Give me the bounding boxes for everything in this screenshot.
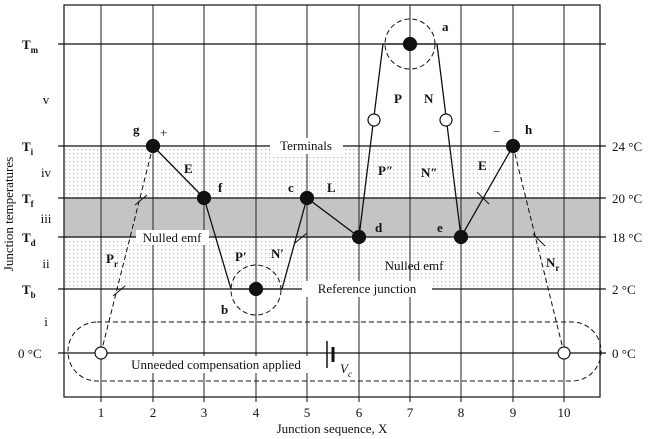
segment-Pr: Pr (106, 251, 118, 269)
temp-2c: 2 °C (612, 282, 636, 297)
band-iv: iv (41, 165, 52, 180)
left-level-labels: Tm Ti Tf Td Tb 0 °C (18, 37, 42, 361)
horizontal-levels (58, 43, 606, 354)
minus-sign: − (493, 124, 500, 139)
open-point-right (439, 113, 453, 127)
level-ti: T (22, 139, 31, 154)
open-point-10 (557, 346, 571, 360)
segment-E-right: E (478, 158, 487, 173)
svg-text:Tf: Tf (22, 191, 35, 209)
svg-text:8: 8 (458, 405, 465, 420)
level-td: T (22, 230, 31, 245)
x-tick-labels: 1 2 3 4 5 6 7 8 9 10 (98, 405, 571, 420)
svg-text:Ti: Ti (22, 139, 34, 157)
point-label-e: e (437, 220, 443, 235)
segment-N-prime: N′ (271, 246, 284, 261)
nulled-emf-left-label: Nulled emf (143, 230, 203, 245)
temp-18c: 18 °C (612, 230, 642, 245)
junction-d (351, 229, 367, 245)
junction-points (94, 36, 571, 360)
level-0c: 0 °C (18, 346, 42, 361)
junction-f (196, 190, 212, 206)
y-axis-title: Junction temperatures (1, 157, 16, 271)
point-labels: a b c d e f g h (133, 19, 533, 317)
band-v: v (43, 92, 50, 107)
band-iii: iii (41, 211, 52, 226)
band-labels: v iv iii ii i (41, 92, 52, 329)
svg-text:1: 1 (98, 405, 105, 420)
junction-e (453, 229, 469, 245)
svg-text:4: 4 (253, 405, 260, 420)
lead-Nr (512, 145, 565, 354)
nulled-emf-right-label: Nulled emf (385, 258, 445, 273)
segment-E-left: E (184, 161, 193, 176)
temp-24c: 24 °C (612, 139, 642, 154)
segment-N: N (424, 91, 434, 106)
segment-N-dprime: N″ (421, 165, 438, 180)
svg-text:3: 3 (201, 405, 208, 420)
svg-text:Tb: Tb (22, 282, 36, 300)
lead-Pr (100, 145, 154, 354)
segment-P-dprime: P″ (378, 163, 393, 178)
svg-text:10: 10 (558, 405, 571, 420)
band-ii: ii (42, 256, 50, 271)
junction-b (248, 281, 264, 297)
level-tb: T (22, 282, 31, 297)
svg-text:Tm: Tm (22, 37, 39, 55)
segment-P-prime: P′ (235, 249, 247, 264)
level-tm: T (22, 37, 31, 52)
segment-labels: P N E E L P″ N″ P′ N′ Pr Nr (106, 91, 559, 273)
point-label-g: g (133, 122, 140, 137)
junction-path (152, 43, 514, 290)
point-label-h: h (525, 122, 533, 137)
reference-junction-label: Reference junction (318, 281, 417, 296)
point-label-d: d (375, 220, 383, 235)
temp-0c: 0 °C (612, 346, 636, 361)
junction-g (145, 138, 161, 154)
right-temperature-labels: 24 °C 20 °C 18 °C 2 °C 0 °C (612, 139, 642, 361)
junction-a (402, 36, 418, 52)
band-i: i (44, 314, 48, 329)
x-tick-marks (100, 397, 565, 402)
plus-sign: + (160, 125, 167, 140)
point-label-c: c (288, 180, 294, 195)
vc-label: Vc (340, 361, 352, 379)
svg-text:6: 6 (356, 405, 363, 420)
wire-break-marks (112, 191, 546, 297)
svg-text:Td: Td (22, 230, 36, 248)
junction-c (299, 190, 315, 206)
plot-frame (63, 4, 601, 398)
svg-text:2: 2 (150, 405, 157, 420)
svg-text:9: 9 (510, 405, 517, 420)
segment-P: P (394, 91, 402, 106)
open-point-1 (94, 346, 108, 360)
compensation-loop (67, 321, 602, 382)
junction-h (505, 138, 521, 154)
point-label-a: a (442, 19, 449, 34)
unneeded-compensation-label: Unneeded compensation applied (131, 357, 301, 372)
point-label-f: f (218, 180, 223, 195)
vc-source-symbol (326, 341, 335, 368)
temp-20c: 20 °C (612, 191, 642, 206)
level-tf: T (22, 191, 31, 206)
svg-text:5: 5 (304, 405, 311, 420)
segment-L: L (327, 180, 336, 195)
junction-b-dashed-circle (230, 264, 282, 316)
open-point-left (367, 113, 381, 127)
x-axis-title: Junction sequence, X (277, 421, 388, 436)
svg-text:7: 7 (407, 405, 414, 420)
label-backgrounds (109, 138, 432, 373)
terminals-label: Terminals (280, 138, 332, 153)
segment-Nr: Nr (546, 255, 559, 273)
point-label-b: b (221, 302, 228, 317)
